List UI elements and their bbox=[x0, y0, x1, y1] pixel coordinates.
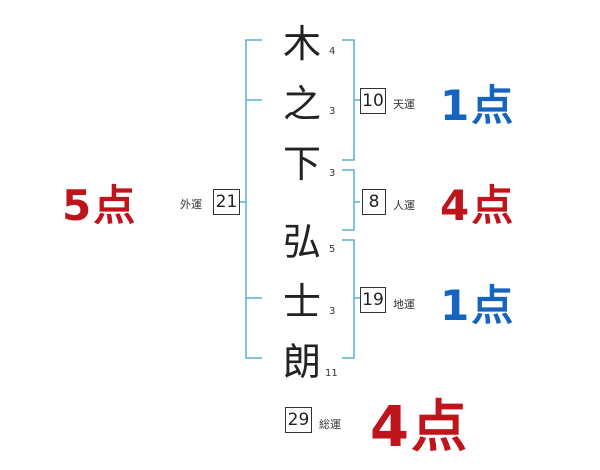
ten-un-score: 1点 bbox=[440, 81, 516, 130]
stroke-count-5: 3 bbox=[329, 306, 336, 317]
sou-un-value: 29 bbox=[285, 407, 312, 433]
stroke-count-2: 3 bbox=[329, 106, 336, 117]
sou-un-score: 4点 bbox=[370, 395, 469, 460]
ten-un-label: 天運 bbox=[393, 98, 415, 111]
stroke-count-3: 3 bbox=[329, 168, 336, 179]
gai-un-value: 21 bbox=[213, 189, 240, 215]
name-char-5: 士 bbox=[282, 280, 321, 324]
gai-un-score: 5点 bbox=[62, 181, 138, 230]
name-char-1: 木 bbox=[282, 22, 321, 66]
ten-un-value: 10 bbox=[360, 88, 386, 114]
chi-un-label: 地運 bbox=[393, 298, 415, 311]
sou-un-label: 総運 bbox=[319, 418, 341, 431]
chi-un-value: 19 bbox=[360, 287, 386, 313]
jin-un-value: 8 bbox=[362, 189, 386, 215]
jin-un-label: 人運 bbox=[393, 199, 415, 212]
name-char-6: 朗 bbox=[282, 340, 321, 384]
name-char-3: 下 bbox=[282, 142, 321, 186]
chi-un-score: 1点 bbox=[440, 281, 516, 330]
stroke-count-6: 11 bbox=[325, 368, 338, 379]
gai-un-label: 外運 bbox=[180, 198, 202, 211]
name-char-2: 之 bbox=[282, 82, 321, 126]
stroke-count-1: 4 bbox=[329, 46, 336, 57]
stroke-count-4: 5 bbox=[329, 244, 336, 255]
jin-un-score: 4点 bbox=[440, 181, 516, 230]
name-char-4: 弘 bbox=[282, 220, 321, 264]
